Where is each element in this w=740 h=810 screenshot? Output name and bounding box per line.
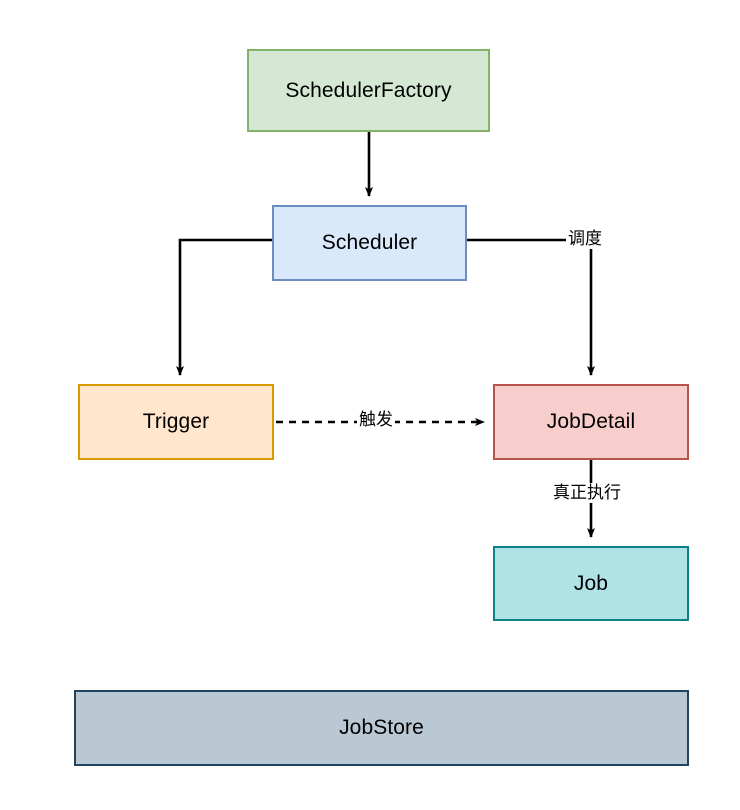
node-trigger[interactable]: Trigger	[78, 384, 274, 460]
node-job[interactable]: Job	[493, 546, 689, 621]
node-scheduler-factory[interactable]: SchedulerFactory	[247, 49, 490, 132]
edge-label-actual-execution: 真正执行	[551, 483, 623, 503]
node-scheduler[interactable]: Scheduler	[272, 205, 467, 281]
node-jobdetail[interactable]: JobDetail	[493, 384, 689, 460]
node-scheduler-factory-label: SchedulerFactory	[285, 78, 452, 102]
node-jobstore-label: JobStore	[339, 716, 424, 740]
node-jobstore[interactable]: JobStore	[74, 690, 689, 766]
node-jobdetail-label: JobDetail	[546, 410, 636, 434]
edge-label-trigger: 触发	[357, 410, 395, 430]
node-scheduler-label: Scheduler	[321, 231, 418, 255]
node-trigger-label: Trigger	[142, 410, 210, 434]
edge-scheduler-to-trigger	[176, 238, 272, 376]
edge-label-scheduling: 调度	[566, 229, 604, 249]
edge-scheduler-to-jobdetail	[467, 238, 595, 376]
node-job-label: Job	[573, 571, 609, 595]
